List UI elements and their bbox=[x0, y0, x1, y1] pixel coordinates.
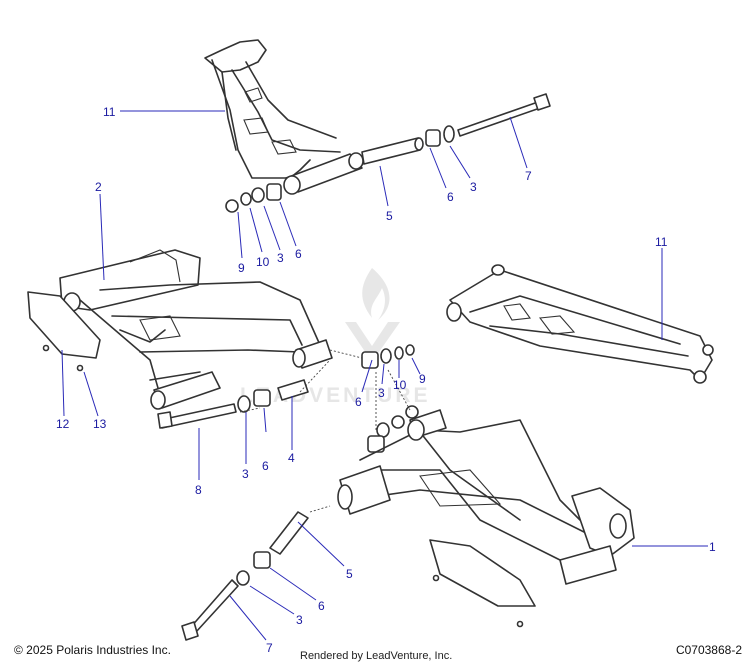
lower-pivot-hardware bbox=[157, 379, 309, 429]
lower-control-arm-rear bbox=[59, 249, 333, 410]
washer-cluster-left bbox=[225, 183, 282, 213]
front-pivot-hardware bbox=[181, 511, 309, 641]
callout-6-center: 6 bbox=[355, 395, 362, 409]
callout-11-right: 11 bbox=[655, 235, 668, 249]
callout-6-left: 6 bbox=[295, 247, 302, 261]
callout-5-bottom: 5 bbox=[346, 567, 353, 581]
callout-2: 2 bbox=[95, 180, 102, 194]
callout-3-bottom: 3 bbox=[296, 613, 303, 627]
callout-10-center: 10 bbox=[393, 378, 407, 392]
upper-control-arm-right bbox=[446, 264, 714, 384]
leader-lines bbox=[61, 110, 708, 641]
callout-9-left: 9 bbox=[238, 261, 245, 275]
callout-9-center: 9 bbox=[419, 372, 426, 386]
upper-control-arm-top bbox=[204, 39, 364, 195]
callout-3-lower-left: 3 bbox=[242, 467, 249, 481]
callout-5-top: 5 bbox=[386, 209, 393, 223]
callout-10-left: 10 bbox=[256, 255, 270, 269]
callout-3-left: 3 bbox=[277, 251, 284, 265]
assembly-lines bbox=[239, 349, 411, 513]
callout-13: 13 bbox=[93, 417, 107, 431]
callout-6-bottom: 6 bbox=[318, 599, 325, 613]
callout-7-bottom: 7 bbox=[266, 641, 273, 655]
callout-6-top: 6 bbox=[447, 190, 454, 204]
rendered-by-credit: Rendered by LeadVenture, Inc. bbox=[300, 650, 453, 662]
copyright-notice: © 2025 Polaris Industries Inc. bbox=[14, 643, 171, 657]
callout-3-center: 3 bbox=[378, 386, 385, 400]
callouts: 11 7 3 6 5 2 9 10 3 6 11 12 13 6 3 10 9 … bbox=[56, 105, 716, 655]
callout-6-lower-left: 6 bbox=[262, 459, 269, 473]
callout-1: 1 bbox=[709, 540, 716, 554]
skid-plate bbox=[27, 291, 101, 372]
callout-8: 8 bbox=[195, 483, 202, 497]
callout-7-top: 7 bbox=[525, 169, 532, 183]
callout-4: 4 bbox=[288, 451, 295, 465]
skid-plate-front bbox=[429, 539, 536, 628]
callout-12: 12 bbox=[56, 417, 70, 431]
lower-control-arm-front bbox=[337, 409, 635, 585]
drawing-id: C0703868-2 bbox=[675, 643, 742, 657]
upper-pivot-hardware bbox=[361, 93, 551, 165]
callout-11-top: 11 bbox=[103, 105, 116, 119]
callout-3-top: 3 bbox=[470, 180, 477, 194]
